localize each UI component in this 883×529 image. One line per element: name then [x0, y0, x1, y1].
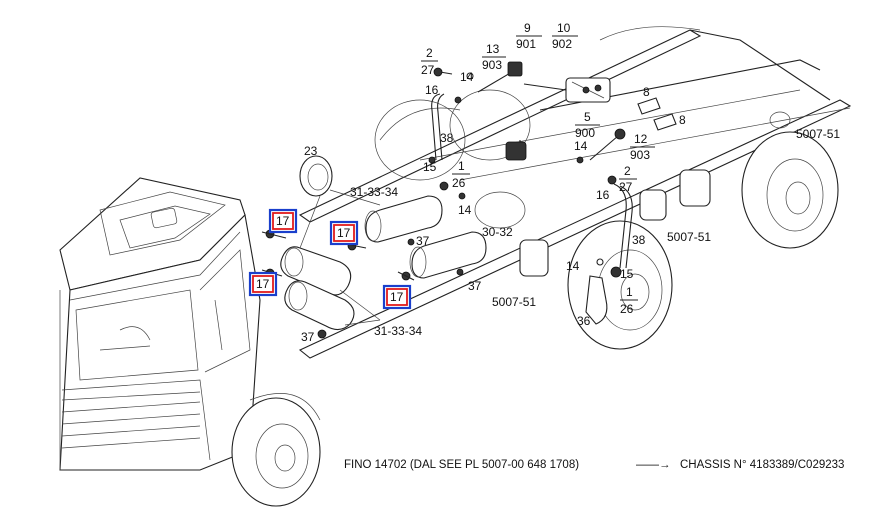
front-wheel	[231, 393, 321, 507]
label-14-right: 14	[574, 139, 588, 153]
label-30-32: 30-32	[482, 225, 513, 239]
svg-text:17: 17	[337, 226, 351, 240]
air-tank-lower-left	[284, 280, 355, 331]
svg-text:902: 902	[552, 37, 572, 51]
rear-wheel-lower	[567, 220, 673, 350]
highlighted-part-17-markers: 17 17 17 17	[248, 208, 412, 310]
svg-text:1: 1	[458, 159, 465, 173]
axle-background	[374, 89, 531, 229]
label-8-top: 8	[643, 85, 650, 99]
svg-text:17: 17	[256, 277, 270, 291]
svg-text:5: 5	[584, 110, 591, 124]
label-37-right: 37	[468, 279, 482, 293]
label-31-33-34-bottom: 31-33-34	[374, 324, 422, 338]
fraction-9-901: 9 901	[516, 21, 542, 51]
svg-text:901: 901	[516, 37, 536, 51]
label-14-low: 14	[566, 259, 580, 273]
label-15-top: 15	[423, 160, 437, 174]
fraction-1-26-top: 1 26	[452, 159, 470, 190]
label-5007-51-low: 5007-51	[492, 295, 536, 309]
fraction-labels: 2 27 13 903 9 901 10 902 5 900 12 903	[421, 21, 655, 316]
label-5007-51-mid: 5007-51	[667, 230, 711, 244]
svg-text:2: 2	[624, 164, 631, 178]
label-36: 36	[577, 314, 591, 328]
footer-fino: FINO 14702 (DAL SEE PL 5007-00 648 1708)	[344, 459, 579, 471]
footer-caption: FINO 14702 (DAL SEE PL 5007-00 648 1708)…	[344, 459, 844, 471]
svg-text:2: 2	[426, 46, 433, 60]
svg-text:27: 27	[619, 180, 633, 194]
label-31-33-34-top: 31-33-34	[350, 185, 398, 199]
svg-text:10: 10	[557, 21, 571, 35]
rear-wheel-upper	[741, 131, 839, 249]
part-labels: 23 31-33-34 31-33-34 30-32 37 37 37 38 3…	[301, 70, 840, 344]
chassis-frame	[298, 26, 852, 359]
mounting-ring	[299, 155, 333, 197]
fraction-1-26-right: 1 26	[620, 285, 638, 316]
svg-text:12: 12	[634, 132, 648, 146]
fraction-12-903: 12 903	[630, 132, 655, 162]
tank-leader-lines	[299, 189, 381, 326]
air-springs	[519, 111, 791, 277]
part-17-marker-3[interactable]: 17	[248, 271, 278, 297]
svg-text:17: 17	[390, 290, 404, 304]
label-15-right: 15	[620, 267, 634, 281]
footer-arrow: ——→	[636, 459, 671, 471]
truck-cab	[59, 177, 261, 471]
label-38-right: 38	[632, 233, 646, 247]
label-14-top: 14	[460, 70, 474, 84]
label-8-right: 8	[679, 113, 686, 127]
part-17-marker-2[interactable]: 17	[329, 220, 359, 246]
fraction-2-27-top: 2 27	[421, 46, 438, 77]
fraction-10-902: 10 902	[552, 21, 578, 51]
label-5007-51-right: 5007-51	[796, 127, 840, 141]
fraction-5-900: 5 900	[575, 110, 600, 140]
label-37-lower: 37	[301, 330, 315, 344]
label-23: 23	[304, 144, 318, 158]
part-17-marker-4[interactable]: 17	[382, 284, 412, 310]
label-37-upper: 37	[416, 234, 430, 248]
svg-text:1: 1	[626, 285, 633, 299]
air-tank-upper-right	[364, 195, 443, 243]
svg-text:26: 26	[452, 176, 466, 190]
label-16-top: 16	[425, 83, 439, 97]
svg-text:13: 13	[486, 42, 500, 56]
label-14-mid: 14	[458, 203, 472, 217]
part-17-marker-1[interactable]: 17	[268, 208, 298, 234]
valve-cluster-top	[431, 61, 611, 161]
svg-text:17: 17	[276, 214, 290, 228]
svg-text:9: 9	[524, 21, 531, 35]
footer-chassis: CHASSIS N° 4183389/C029233	[680, 459, 844, 471]
label-16-right: 16	[596, 188, 610, 202]
fraction-13-903: 13 903	[482, 42, 506, 72]
air-tank-lower-right	[409, 231, 487, 279]
fraction-2-27-right: 2 27	[619, 164, 637, 194]
svg-text:26: 26	[620, 302, 634, 316]
svg-text:27: 27	[421, 63, 435, 77]
valve-cluster-right	[428, 97, 677, 325]
label-38-top: 38	[440, 131, 454, 145]
svg-text:903: 903	[482, 58, 502, 72]
svg-text:900: 900	[575, 126, 595, 140]
svg-text:903: 903	[630, 148, 650, 162]
